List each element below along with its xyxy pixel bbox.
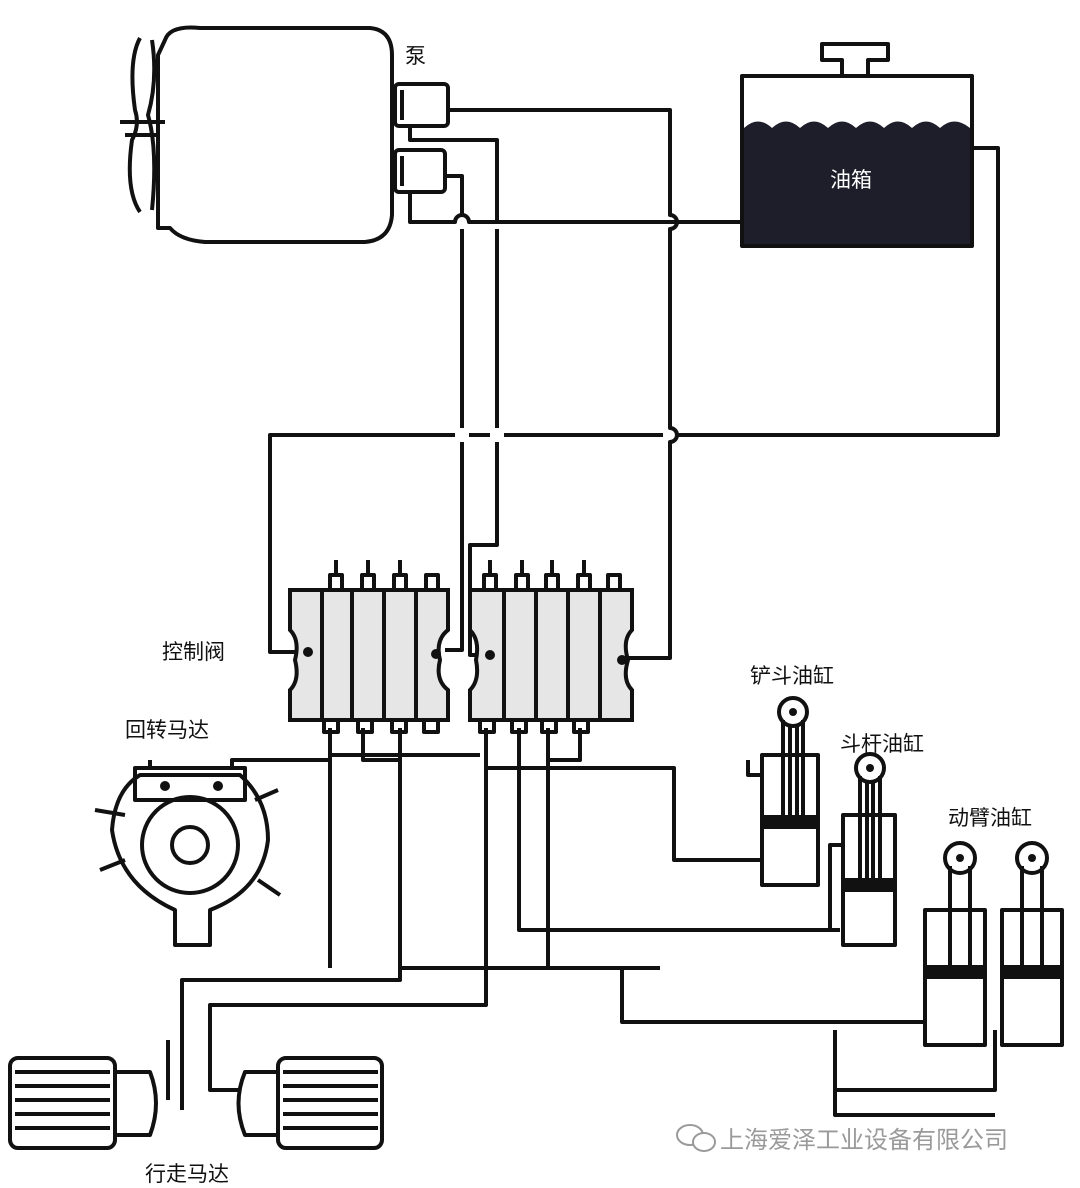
pump: [393, 82, 450, 194]
boom-cylinder-2: [1000, 841, 1064, 1047]
travel-motor-label: 行走马达: [145, 1162, 229, 1186]
travel-motor-right: [236, 1056, 384, 1150]
swing-motor: [94, 758, 282, 947]
engine: [120, 25, 394, 244]
travel-motor-left: [8, 1040, 170, 1150]
boom-cylinder-1: [923, 841, 987, 1047]
boom-cylinder-label: 动臂油缸: [948, 806, 1032, 830]
tank-label: 油箱: [830, 168, 872, 192]
control-valve-left: [288, 560, 450, 734]
pump-label: 泵: [405, 44, 426, 68]
arm-cylinder-label: 斗杆油缸: [840, 732, 924, 756]
wechat-icon: [676, 1124, 716, 1152]
control-valve-right: [468, 560, 634, 734]
oil-tank: [740, 42, 974, 248]
bucket-cylinder-label: 铲斗油缸: [750, 664, 834, 688]
control-valve-label: 控制阀: [162, 640, 225, 664]
pipes: [180, 108, 1000, 1117]
arm-cylinder: [828, 752, 897, 947]
watermark: 上海爱泽工业设备有限公司: [720, 1126, 1008, 1154]
bucket-cylinder: [760, 696, 820, 887]
swing-motor-label: 回转马达: [125, 718, 209, 742]
